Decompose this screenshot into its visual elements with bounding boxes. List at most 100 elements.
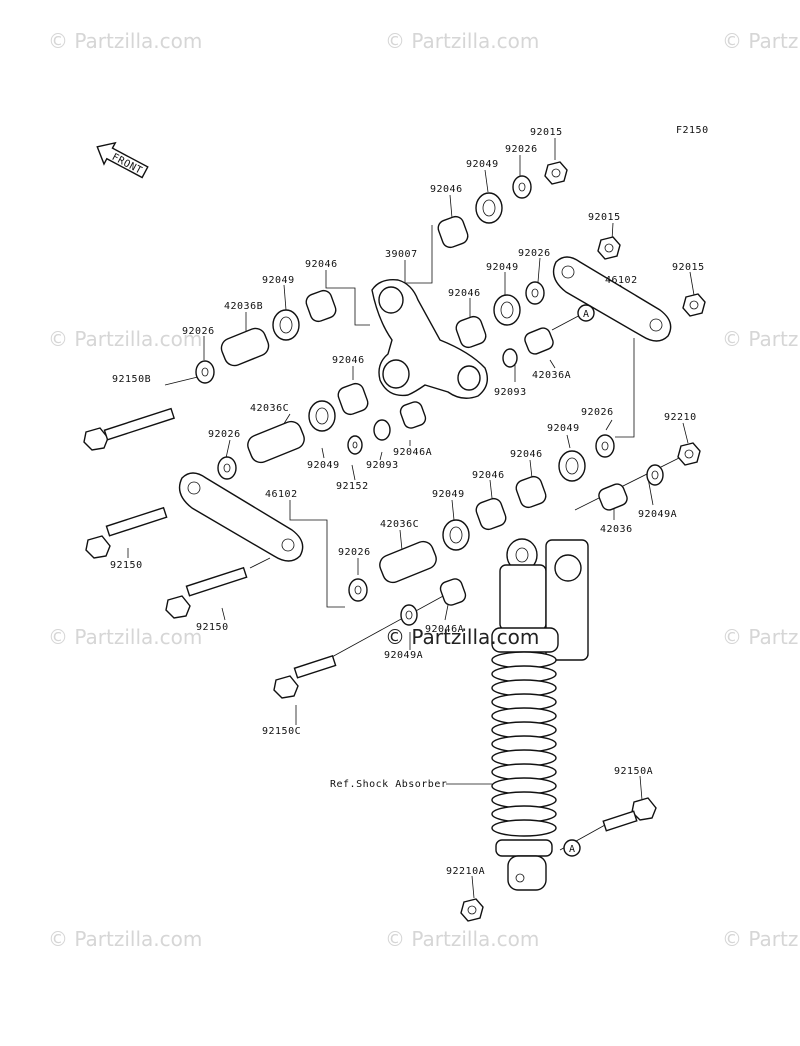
watermark: © Partzilla.com [48, 625, 202, 649]
leader-lines [127, 138, 695, 899]
seal-icon [308, 400, 336, 432]
bearing-icon [337, 382, 369, 416]
part-number-label: 42036B [224, 301, 263, 312]
part-number-label: 42036C [380, 519, 419, 530]
part-graphics: A A [83, 161, 706, 922]
watermarks: © Partzilla.com © Partzilla.com © Partzi… [48, 29, 800, 951]
washer-icon [348, 578, 368, 602]
bolt-icon [602, 797, 657, 832]
part-number-label: 92015 [530, 127, 563, 138]
callout-letter: A [583, 309, 590, 320]
part-number-label: 42036A [532, 370, 571, 381]
part-number-label: 92046 [305, 259, 338, 270]
washer-icon [525, 281, 545, 305]
spring-coil [491, 819, 557, 837]
part-labels: 92015 92026 92049 92046 39007 92046 9204… [110, 127, 705, 877]
callout-circle [563, 839, 581, 857]
part-number-label: 42036C [250, 403, 289, 414]
part-number-label: 92049 [466, 159, 499, 170]
part-number-label: 92150B [112, 374, 151, 385]
callout-letter: A [569, 844, 576, 855]
seal-icon [558, 450, 586, 482]
part-number-label: 92026 [338, 547, 371, 558]
seal-icon [373, 419, 391, 441]
nut-icon [544, 161, 568, 185]
part-number-label: 92150 [110, 560, 143, 571]
washer-icon [217, 456, 237, 480]
bolt-icon [85, 506, 168, 559]
washer-icon [400, 604, 418, 626]
front-arrow-icon: FRONT [96, 141, 149, 179]
part-number-label: 46102 [265, 489, 298, 500]
watermark: © Partzilla.com [48, 927, 202, 951]
sleeve-icon [247, 420, 305, 464]
drawing-code: F2150 [676, 125, 709, 136]
watermark: © Partzilla.com [722, 625, 800, 649]
seal-icon [502, 348, 518, 368]
part-number-label: 92049 [486, 262, 519, 273]
part-number-label: 92046A [393, 447, 432, 458]
part-number-label: 92049 [432, 489, 465, 500]
bearing-icon [515, 475, 547, 509]
sleeve-icon [524, 327, 554, 355]
part-number-label: 92049 [262, 275, 295, 286]
bearing-icon [475, 497, 507, 531]
part-number-label: 92150C [262, 726, 301, 737]
part-number-label: 92015 [588, 212, 621, 223]
watermark: © Partzilla.com [48, 29, 202, 53]
part-number-label: 92049 [547, 423, 580, 434]
part-number-label: 92046 [448, 288, 481, 299]
bolt-icon [165, 566, 248, 619]
watermark: © Partzilla.com [48, 327, 202, 351]
watermark: © Partzilla.com [722, 327, 800, 351]
tie-rod-icon [178, 472, 304, 562]
part-number-label: 92046A [425, 624, 464, 635]
nut-icon [677, 442, 701, 466]
part-number-label: 92046 [472, 470, 505, 481]
part-number-label: 92049A [638, 509, 677, 520]
part-number-label: 92046 [332, 355, 365, 366]
washer-icon [347, 435, 363, 455]
sleeve-icon [379, 540, 437, 584]
watermark: © Partzilla.com [385, 927, 539, 951]
seal-icon [475, 192, 503, 224]
bearing-icon [437, 215, 469, 249]
seal-icon [272, 309, 300, 341]
part-number-label: 92210A [446, 866, 485, 877]
part-number-label: 46102 [605, 275, 638, 286]
bearing-icon [399, 401, 427, 429]
washer-icon [512, 175, 532, 199]
part-number-label: 92026 [581, 407, 614, 418]
sleeve-icon [220, 327, 270, 367]
part-number-label: 92046 [430, 184, 463, 195]
part-number-label: 92150A [614, 766, 653, 777]
bearing-icon [439, 578, 467, 606]
seal-icon [493, 294, 521, 326]
part-number-label: 92152 [336, 481, 369, 492]
shock-absorber-icon [491, 538, 589, 891]
watermark: © Partzilla.com [722, 29, 800, 53]
part-number-label: 92015 [672, 262, 705, 273]
part-number-label: 92026 [505, 144, 538, 155]
center-watermark: © Partzilla.com [385, 625, 539, 649]
part-number-label: 92026 [208, 429, 241, 440]
part-number-label: 92093 [494, 387, 527, 398]
part-number-label: 92026 [518, 248, 551, 259]
seal-icon [442, 519, 470, 551]
part-number-label: 92049A [384, 650, 423, 661]
bolt-icon [273, 655, 337, 699]
watermark: © Partzilla.com [722, 927, 800, 951]
nut-icon [682, 293, 706, 317]
part-number-label: 42036 [600, 524, 633, 535]
washer-icon [195, 360, 215, 384]
washer-icon [595, 434, 615, 458]
tie-rod-icon [552, 256, 672, 342]
nut-icon [460, 898, 484, 922]
part-number-label: 92046 [510, 449, 543, 460]
callout-circle [577, 304, 595, 322]
nut-icon [597, 236, 621, 260]
watermark: © Partzilla.com [385, 29, 539, 53]
part-number-label: 92093 [366, 460, 399, 471]
sleeve-icon [598, 483, 628, 511]
